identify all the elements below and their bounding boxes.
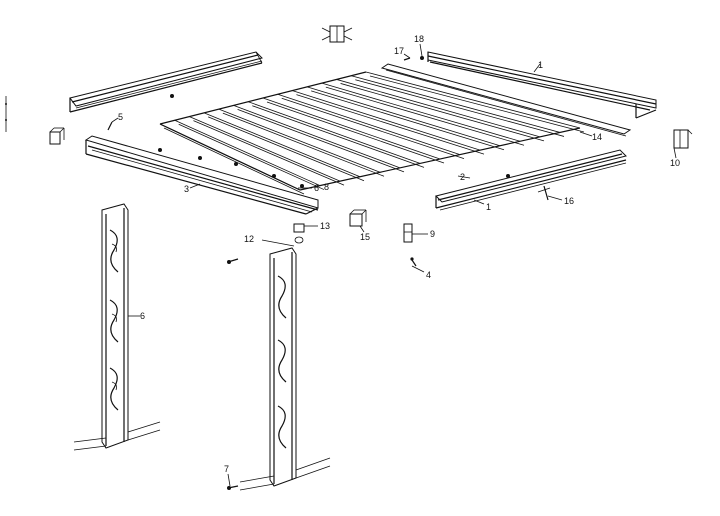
bracket-part xyxy=(49,131,61,145)
roof-ridge xyxy=(189,116,345,186)
back-right-rail xyxy=(427,51,657,119)
callout-number: 6 xyxy=(140,311,145,321)
callout-number: 17 xyxy=(394,46,404,56)
callout-number: 9 xyxy=(430,229,435,239)
roof-ridge xyxy=(248,101,425,168)
spacer-part xyxy=(403,223,413,243)
bolt-part xyxy=(543,185,549,201)
roof-ridge xyxy=(351,75,565,137)
front-left-rail xyxy=(84,135,319,215)
end-cap-part xyxy=(349,213,363,227)
roof-ridge xyxy=(307,86,505,151)
callout-number: 15 xyxy=(360,232,370,242)
callout-number: 3 xyxy=(184,184,189,194)
callout-number: 12 xyxy=(244,234,254,244)
callout-number: 1 xyxy=(486,202,491,212)
callout-labels: 1 1 2 3 4 5 6 6 7 8 9 10 12 13 14 15 16 … xyxy=(118,34,680,474)
roof-ridge xyxy=(218,108,385,177)
end-cap-part xyxy=(673,129,689,149)
roof-ridge xyxy=(233,105,405,173)
right-post xyxy=(239,247,331,491)
callout-number: 5 xyxy=(118,112,123,122)
callout-number: 8 xyxy=(324,182,329,192)
callout-number: 13 xyxy=(320,221,330,231)
roof-ridge xyxy=(277,93,465,159)
leader-lines xyxy=(111,43,677,487)
roof-ridge xyxy=(174,119,325,190)
callout-number: 6 xyxy=(314,183,319,193)
roof-ridge xyxy=(203,112,365,182)
callout-number: 10 xyxy=(670,158,680,168)
hardware-parts xyxy=(5,25,693,490)
callout-number: 14 xyxy=(592,132,602,142)
corrugated-roof xyxy=(159,71,585,195)
roof-ridge xyxy=(292,90,485,155)
screw-part xyxy=(411,259,417,267)
callout-number: 7 xyxy=(224,464,229,474)
screw-part xyxy=(107,121,113,131)
right-bar xyxy=(380,63,632,137)
callout-number: 18 xyxy=(414,34,424,44)
callout-number: 1 xyxy=(538,60,543,70)
screw-part xyxy=(403,57,411,61)
left-post xyxy=(73,203,161,451)
clip-part xyxy=(293,223,305,233)
callout-number: 16 xyxy=(564,196,574,206)
roof-ridge xyxy=(321,82,525,146)
roof-ridge xyxy=(262,97,445,164)
front-right-rail xyxy=(435,149,627,211)
roof-outline xyxy=(159,71,581,191)
roof-ridge xyxy=(365,71,585,133)
callout-number: 2 xyxy=(460,172,465,182)
roof-ridge xyxy=(336,79,545,142)
back-left-rail xyxy=(69,51,263,113)
callout-number: 4 xyxy=(426,270,431,280)
